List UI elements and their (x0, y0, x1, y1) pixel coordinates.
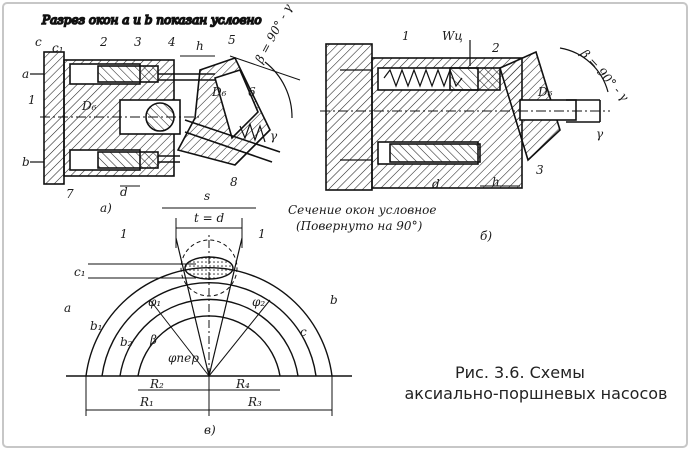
fig-a-label-4: 4 (167, 35, 176, 49)
figure-caption: Рис. 3.6. Схемы аксиально-поршневых насо… (395, 362, 677, 404)
fig-a-label-gamma: γ (270, 129, 278, 143)
fig-a-label-h: h (196, 39, 204, 53)
fig-c-label-beta: β (149, 333, 157, 347)
fig-c-label-b2: b₂ (120, 335, 133, 349)
caption-line-1: Рис. 3.6. Схемы (455, 363, 585, 382)
fig-a-label-3: 3 (134, 35, 142, 49)
figure-a: Разрез окон a и b показан условно (30, 12, 301, 187)
fig-c-label-c1: c₁ (74, 265, 86, 279)
fig-c-label-c: c (300, 325, 307, 339)
note-section: Сечение окон условное (288, 203, 437, 217)
fig-c-label-r4: R₄ (235, 377, 250, 391)
fig-a-label-1: 1 (28, 93, 36, 107)
fig-c-label-b1: b₁ (90, 319, 103, 333)
fig-a-label-db: D₆ (81, 99, 97, 113)
fig-a-angle: β = 90° - γ (252, 1, 296, 66)
fig-a-label-6: 6 (248, 85, 256, 99)
fig-a-label-b: b (22, 155, 30, 169)
note-rotated: (Повернуто на 90°) (296, 219, 423, 233)
fig-b-label-3: 3 (536, 163, 544, 177)
fig-a-label-c: c (35, 35, 42, 49)
figure-b (320, 40, 610, 191)
fig-a-label-d: d (120, 185, 128, 199)
fig-c-label-r3: R₃ (247, 395, 262, 409)
fig-c-label-phi-per: φпер (168, 351, 199, 365)
fig-c-label-b: b (330, 293, 338, 307)
fig-b-label-wc: Wц (442, 29, 463, 43)
fig-a-label-7: 7 (66, 187, 74, 201)
fig-a-label-2: 2 (99, 35, 108, 49)
fig-c-sub: в) (204, 423, 216, 437)
fig-b-label-db: D₆ (537, 85, 553, 99)
fig-c-label-phi1: φ₁ (148, 295, 161, 309)
fig-b-angle: β = 90° - γ (577, 46, 632, 105)
fig-c-label-a: a (64, 301, 71, 315)
fig-c-label-phi2: φ₂ (252, 295, 265, 309)
fig-b-sub: б) (480, 229, 492, 243)
caption-line-2: аксиально-поршневых насосов (404, 384, 668, 403)
fig-c-label-td: t = d (194, 211, 225, 225)
fig-c-label-r2: R₂ (149, 377, 164, 391)
fig-b-label-d: d (432, 177, 440, 191)
fig-b-label-gamma: γ (596, 127, 604, 141)
fig-b-label-2: 2 (491, 41, 500, 55)
fig-c-label-1-right: 1 (258, 227, 266, 241)
fig-c-label-r1: R₁ (139, 395, 154, 409)
fig-a-label-db2: D₆ (211, 85, 227, 99)
fig-c-label-s: s (204, 189, 210, 203)
fig-a-label-a: a (22, 67, 29, 81)
fig-b-label-1: 1 (402, 29, 410, 43)
fig-b-label-h: h (492, 175, 500, 189)
fig-a-sub: а) (100, 201, 112, 215)
fig-c-label-1-left: 1 (120, 227, 128, 241)
figure-c (66, 207, 352, 416)
fig-a-label-8: 8 (230, 175, 238, 189)
note-window-cut: Разрез окон a и b показан условно (41, 13, 262, 27)
fig-a-label-c1: c₁ (52, 41, 64, 55)
fig-a-label-5: 5 (228, 33, 236, 47)
